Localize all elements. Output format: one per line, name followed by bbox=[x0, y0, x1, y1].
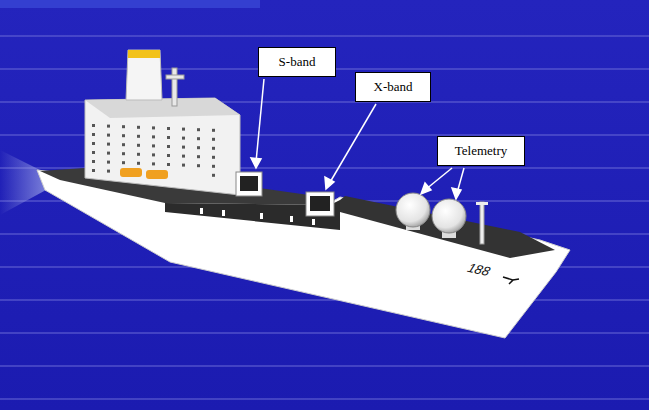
window bbox=[92, 169, 95, 172]
ruled-line bbox=[0, 366, 649, 367]
window bbox=[197, 137, 200, 140]
window bbox=[107, 134, 110, 137]
window bbox=[212, 147, 215, 150]
callout-box: Telemetry bbox=[437, 136, 525, 166]
window bbox=[137, 144, 140, 147]
window bbox=[107, 125, 110, 128]
forecastle-deck bbox=[340, 196, 555, 258]
ruled-line bbox=[0, 300, 649, 301]
window bbox=[122, 143, 125, 146]
s-band-antenna bbox=[236, 172, 262, 196]
lifeboat bbox=[146, 170, 168, 179]
bow-emblem bbox=[503, 277, 519, 284]
window bbox=[182, 128, 185, 131]
window bbox=[197, 146, 200, 149]
telemetry-dome bbox=[432, 199, 466, 233]
window bbox=[107, 170, 110, 173]
x-band-antenna bbox=[306, 192, 334, 216]
window bbox=[152, 162, 155, 165]
telemetry-dome bbox=[396, 193, 430, 227]
window bbox=[167, 127, 170, 130]
window bbox=[92, 133, 95, 136]
window bbox=[152, 144, 155, 147]
window bbox=[137, 153, 140, 156]
window bbox=[182, 164, 185, 167]
callout-text: Telemetry bbox=[455, 143, 508, 159]
window bbox=[152, 126, 155, 129]
window bbox=[107, 143, 110, 146]
window bbox=[137, 126, 140, 129]
window bbox=[197, 155, 200, 158]
s-band-antenna-face bbox=[240, 176, 258, 191]
window bbox=[212, 156, 215, 159]
lifeboat bbox=[120, 168, 142, 177]
funnel bbox=[126, 50, 162, 100]
window bbox=[182, 137, 185, 140]
superstructure-roof bbox=[85, 98, 240, 118]
callout-text: S-band bbox=[279, 54, 316, 70]
window-grid bbox=[92, 124, 215, 177]
window bbox=[122, 152, 125, 155]
window bbox=[92, 124, 95, 127]
window bbox=[122, 161, 125, 164]
superstructure bbox=[85, 98, 240, 195]
window bbox=[167, 154, 170, 157]
callout-text: X-band bbox=[374, 79, 413, 95]
x-band-antenna-face bbox=[310, 196, 330, 211]
bow-mast bbox=[480, 202, 484, 244]
window bbox=[122, 125, 125, 128]
window bbox=[197, 164, 200, 167]
ruled-line bbox=[0, 333, 649, 334]
window bbox=[92, 151, 95, 154]
window bbox=[182, 146, 185, 149]
window bbox=[212, 138, 215, 141]
window bbox=[137, 162, 140, 165]
bow-mast-top bbox=[476, 202, 488, 205]
window bbox=[197, 128, 200, 131]
window bbox=[212, 165, 215, 168]
mast-yard bbox=[166, 75, 184, 79]
window bbox=[152, 135, 155, 138]
ruled-line bbox=[0, 399, 649, 400]
hull-number: 188 bbox=[465, 260, 492, 279]
window bbox=[92, 142, 95, 145]
mast bbox=[172, 68, 177, 106]
window bbox=[212, 129, 215, 132]
window bbox=[182, 155, 185, 158]
window bbox=[167, 145, 170, 148]
side-openings bbox=[200, 208, 315, 225]
window bbox=[107, 152, 110, 155]
funnel-stripe bbox=[128, 50, 160, 58]
top-streak bbox=[0, 0, 260, 8]
window bbox=[212, 174, 215, 177]
window bbox=[152, 153, 155, 156]
window bbox=[107, 161, 110, 164]
wake bbox=[0, 150, 46, 215]
callout-box: X-band bbox=[355, 72, 431, 102]
window bbox=[137, 135, 140, 138]
ruled-line bbox=[0, 36, 649, 37]
window bbox=[167, 163, 170, 166]
window bbox=[122, 134, 125, 137]
ruled-lines bbox=[0, 36, 649, 399]
callout-box: S-band bbox=[258, 47, 336, 77]
window bbox=[92, 160, 95, 163]
window bbox=[167, 136, 170, 139]
